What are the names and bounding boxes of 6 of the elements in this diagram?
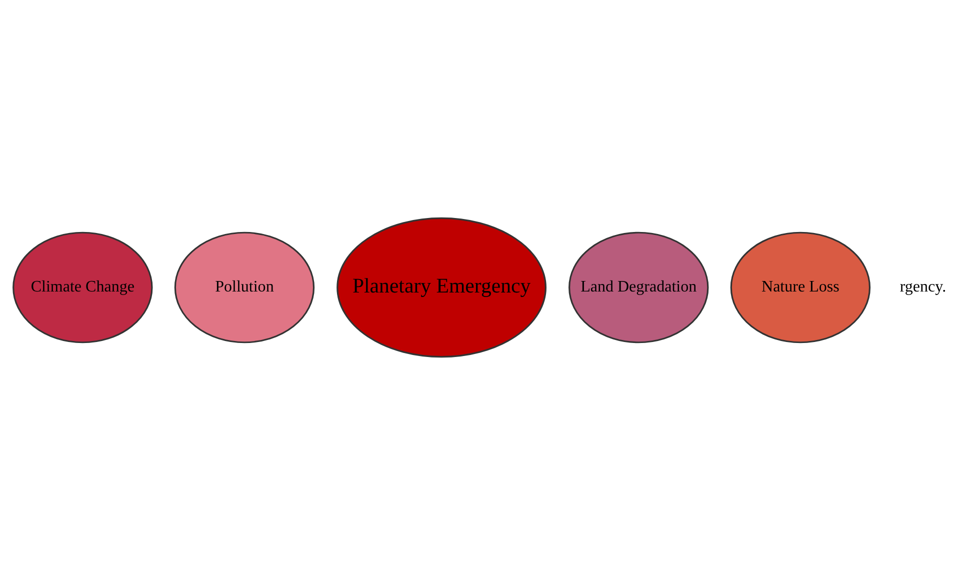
node-ellipse: Nature Loss [730, 231, 871, 343]
node-ellipse: Land Degradation [568, 231, 709, 343]
node-ellipse: Climate Change [12, 231, 153, 343]
node-ellipse: Planetary Emergency [336, 216, 546, 358]
label: rgency. [900, 278, 946, 296]
node-ellipse: Pollution [174, 231, 315, 343]
